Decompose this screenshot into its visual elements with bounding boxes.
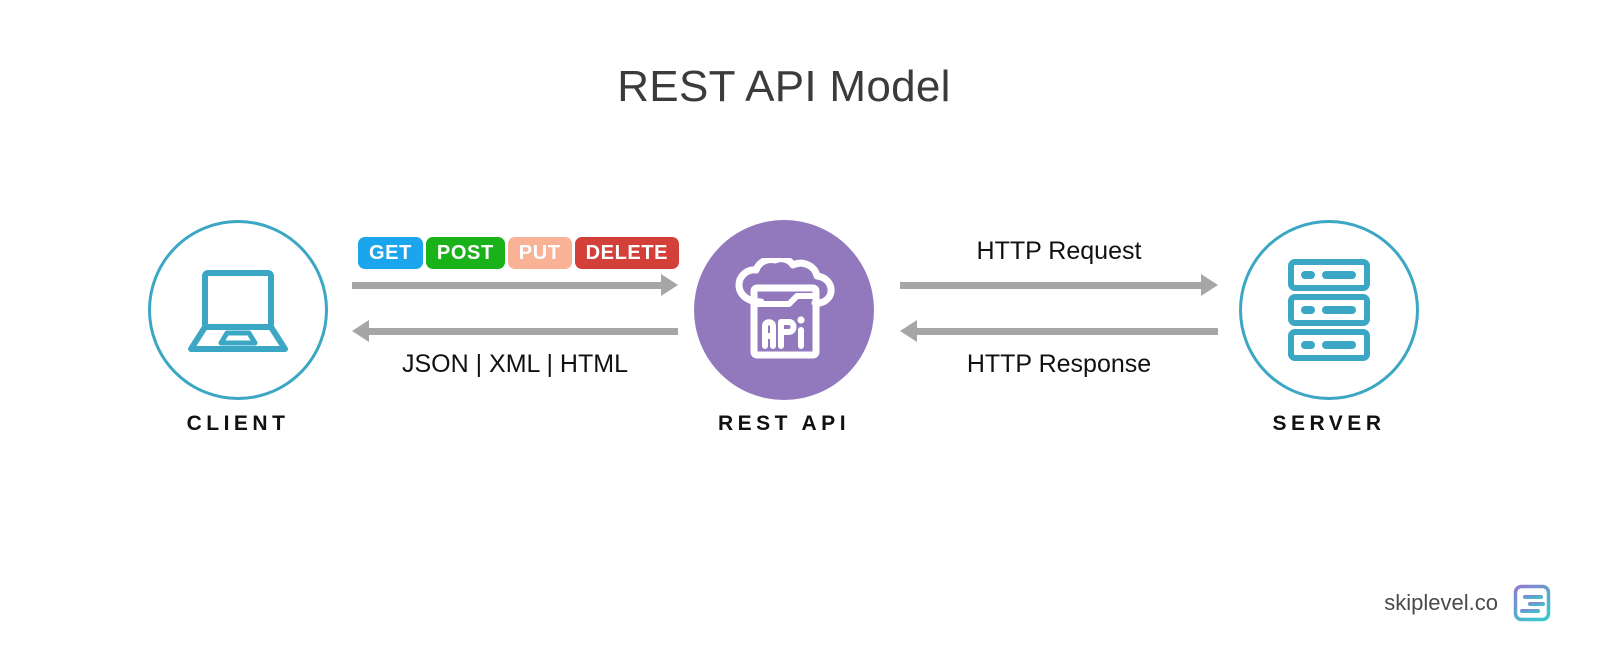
label-http-request: HTTP Request — [976, 237, 1142, 265]
server-circle — [1239, 220, 1419, 400]
laptop-icon — [188, 269, 288, 352]
node-client: CLIENT — [148, 220, 328, 435]
skiplevel-logo-icon — [1513, 584, 1551, 622]
badge-post[interactable]: POST — [425, 237, 505, 269]
label-http-response: HTTP Response — [966, 350, 1152, 378]
arrow-api-to-client — [352, 320, 678, 342]
arrow-api-to-server — [900, 274, 1218, 296]
client-circle — [148, 220, 328, 400]
arrow-line — [917, 328, 1218, 335]
arrow-head-left-icon — [352, 320, 369, 342]
node-server-label: SERVER — [1272, 412, 1386, 435]
badge-get[interactable]: GET — [358, 237, 423, 269]
arrow-head-right-icon — [661, 274, 678, 296]
node-client-label: CLIENT — [186, 412, 290, 435]
node-rest-api: REST API — [694, 220, 874, 435]
cloud-api-icon — [735, 258, 835, 359]
arrow-head-left-icon — [900, 320, 917, 342]
arrow-line — [352, 282, 662, 289]
footer: skiplevel.co — [1384, 583, 1552, 623]
badge-put[interactable]: PUT — [507, 237, 572, 269]
arrow-line — [369, 328, 678, 335]
arrow-head-right-icon — [1201, 274, 1218, 296]
arrow-client-to-api — [352, 274, 678, 296]
footer-brand-text: skiplevel.co — [1384, 590, 1498, 615]
node-server: SERVER — [1239, 220, 1419, 435]
label-response-payload: JSON | XML | HTML — [402, 350, 628, 378]
rest-api-circle — [694, 220, 874, 400]
server-rack-icon — [1288, 259, 1370, 361]
arrow-line — [900, 282, 1202, 289]
arrow-server-to-api — [900, 320, 1218, 342]
badge-delete[interactable]: DELETE — [574, 237, 680, 269]
http-method-badges: GET POST PUT DELETE — [358, 237, 680, 269]
page-title: REST API Model — [617, 62, 951, 111]
node-rest-api-label: REST API — [717, 412, 851, 435]
